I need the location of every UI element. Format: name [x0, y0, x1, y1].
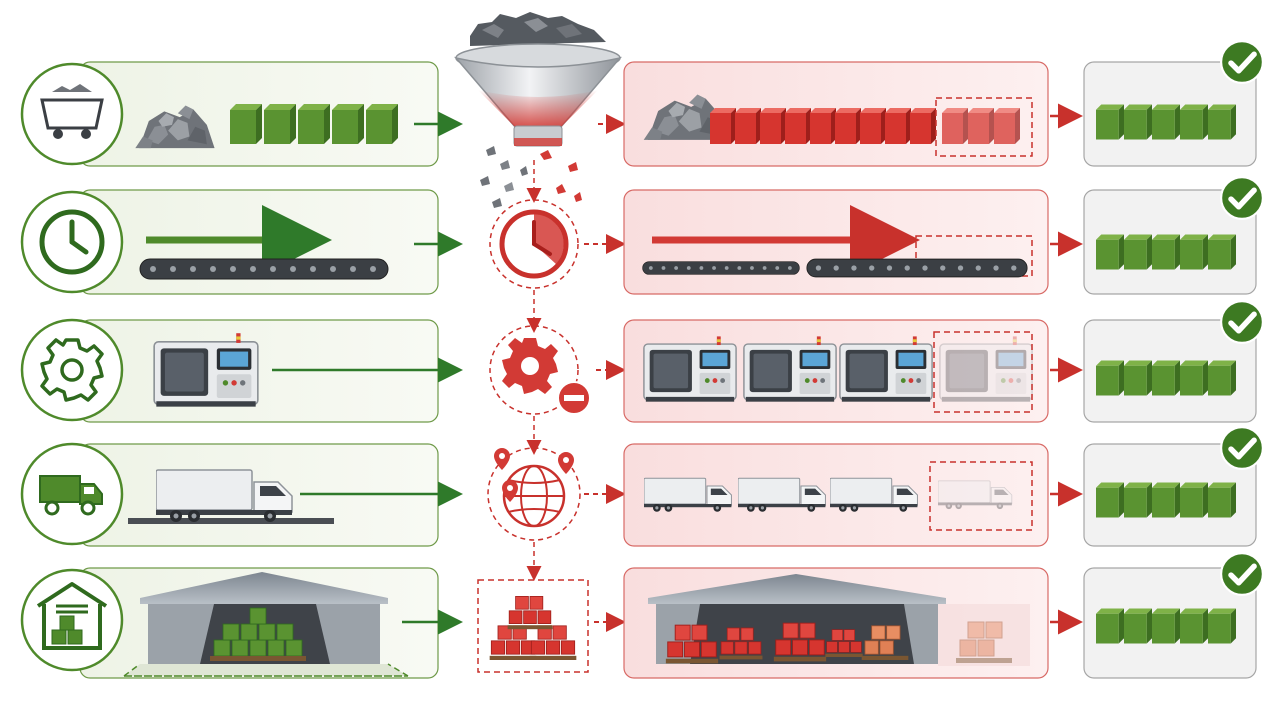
mine-cart-icon — [40, 84, 104, 139]
result-green-blocks — [1096, 360, 1236, 396]
road — [128, 518, 334, 524]
red-pallet-frame — [477, 579, 589, 673]
warehouse-normal — [123, 572, 409, 677]
result-green-blocks — [1096, 608, 1236, 644]
gear-minus-icon — [489, 325, 591, 415]
conveyor-belt-short — [642, 261, 800, 275]
dashed-shortfall-box — [929, 461, 1033, 531]
result-green-blocks — [1096, 482, 1236, 518]
red-blocks-disrupted — [710, 108, 1020, 144]
cnc-machine — [153, 332, 259, 408]
check-icon — [1221, 553, 1263, 595]
row-raw-materials — [20, 12, 1263, 208]
check-icon — [1221, 177, 1263, 219]
conveyor-belt-long — [806, 258, 1028, 278]
check-icon — [1221, 427, 1263, 469]
clock-icon — [39, 209, 105, 275]
result-green-blocks — [1096, 234, 1236, 270]
globe-pins-icon — [487, 447, 581, 541]
capacity-category-circle — [20, 318, 124, 422]
funnel-icon — [453, 12, 623, 208]
warehouse-icon — [36, 582, 108, 650]
row-capacity — [20, 290, 1263, 423]
result-green-blocks — [1096, 104, 1236, 140]
check-icon — [1221, 301, 1263, 343]
red-pallet-icon — [489, 595, 577, 661]
check-icon — [1221, 41, 1263, 83]
green-blocks-normal — [230, 104, 398, 144]
truck-icon — [39, 475, 103, 516]
row-inventory — [20, 542, 1263, 679]
row-lead-time — [20, 160, 1263, 295]
row-logistics — [20, 416, 1263, 547]
red-clock-icon — [489, 199, 579, 289]
dashed-shortfall-box — [935, 97, 1033, 157]
dashed-shortfall-box — [933, 331, 1033, 413]
warehouse-disrupted — [648, 574, 1030, 666]
gear-icon — [40, 338, 104, 402]
conveyor-belt — [139, 258, 389, 280]
